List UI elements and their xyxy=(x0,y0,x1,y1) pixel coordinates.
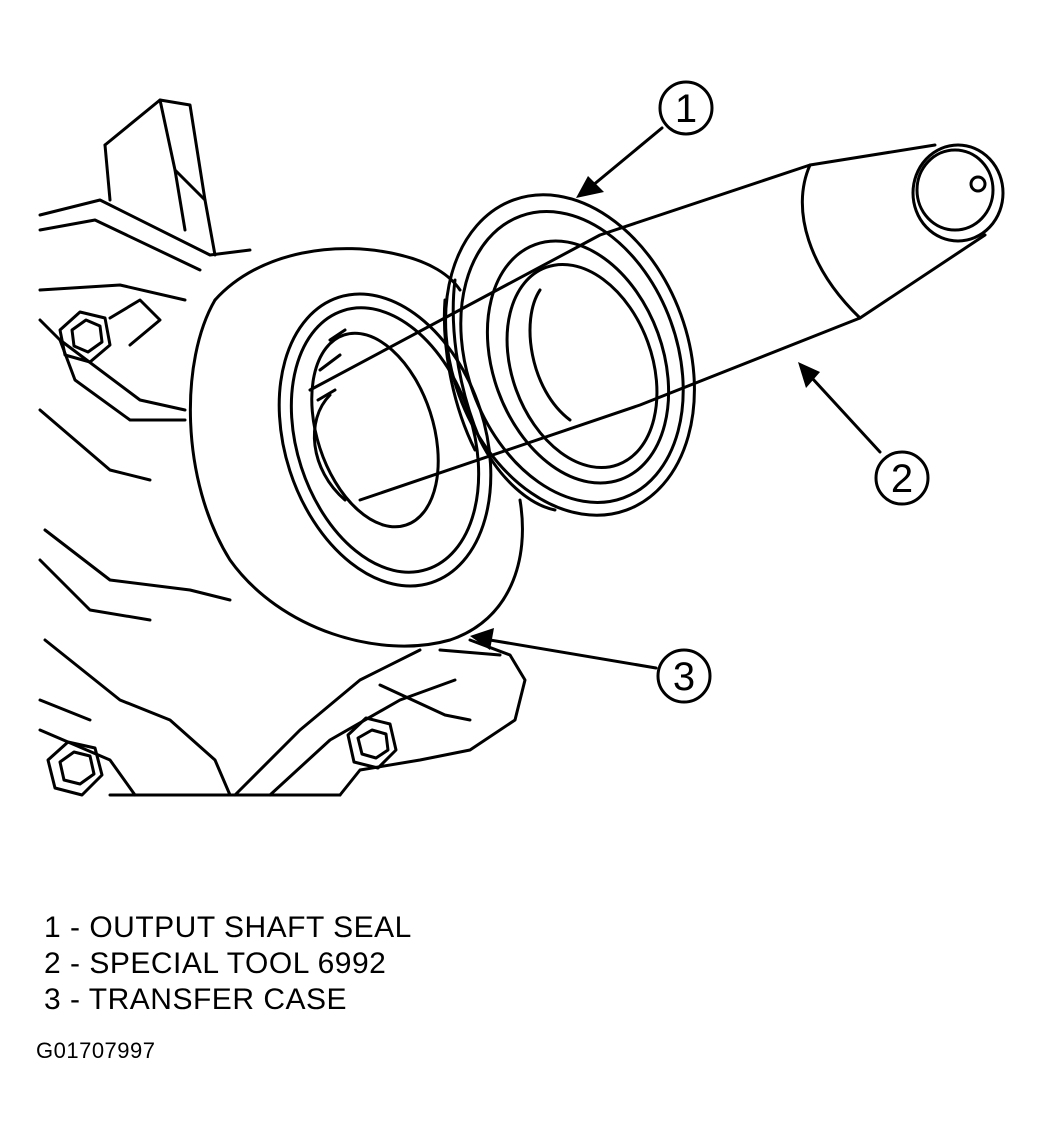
callout-2: 2 xyxy=(874,450,930,506)
svg-text:2: 2 xyxy=(891,457,913,501)
transfer-case-housing xyxy=(38,98,527,797)
legend-item-output-shaft-seal: 1 - OUTPUT SHAFT SEAL xyxy=(44,911,412,944)
legend-item-transfer-case: 3 - TRANSFER CASE xyxy=(44,983,348,1016)
legend-item-special-tool: 2 - SPECIAL TOOL 6992 xyxy=(44,947,387,980)
figure-code: G01707997 xyxy=(36,1038,156,1063)
callout-1: 1 xyxy=(658,80,714,136)
callout-3: 3 xyxy=(656,648,712,704)
svg-text:3: 3 xyxy=(673,655,695,699)
leader-arrows xyxy=(470,126,882,670)
seal-installation-diagram: 1 2 3 xyxy=(38,80,1005,797)
legend: 1 - OUTPUT SHAFT SEAL 2 - SPECIAL TOOL 6… xyxy=(44,910,412,1018)
svg-text:1: 1 xyxy=(675,87,697,131)
output-shaft-seal xyxy=(442,193,696,517)
case-bore-boss xyxy=(188,247,524,648)
special-tool-6992 xyxy=(308,143,1005,502)
